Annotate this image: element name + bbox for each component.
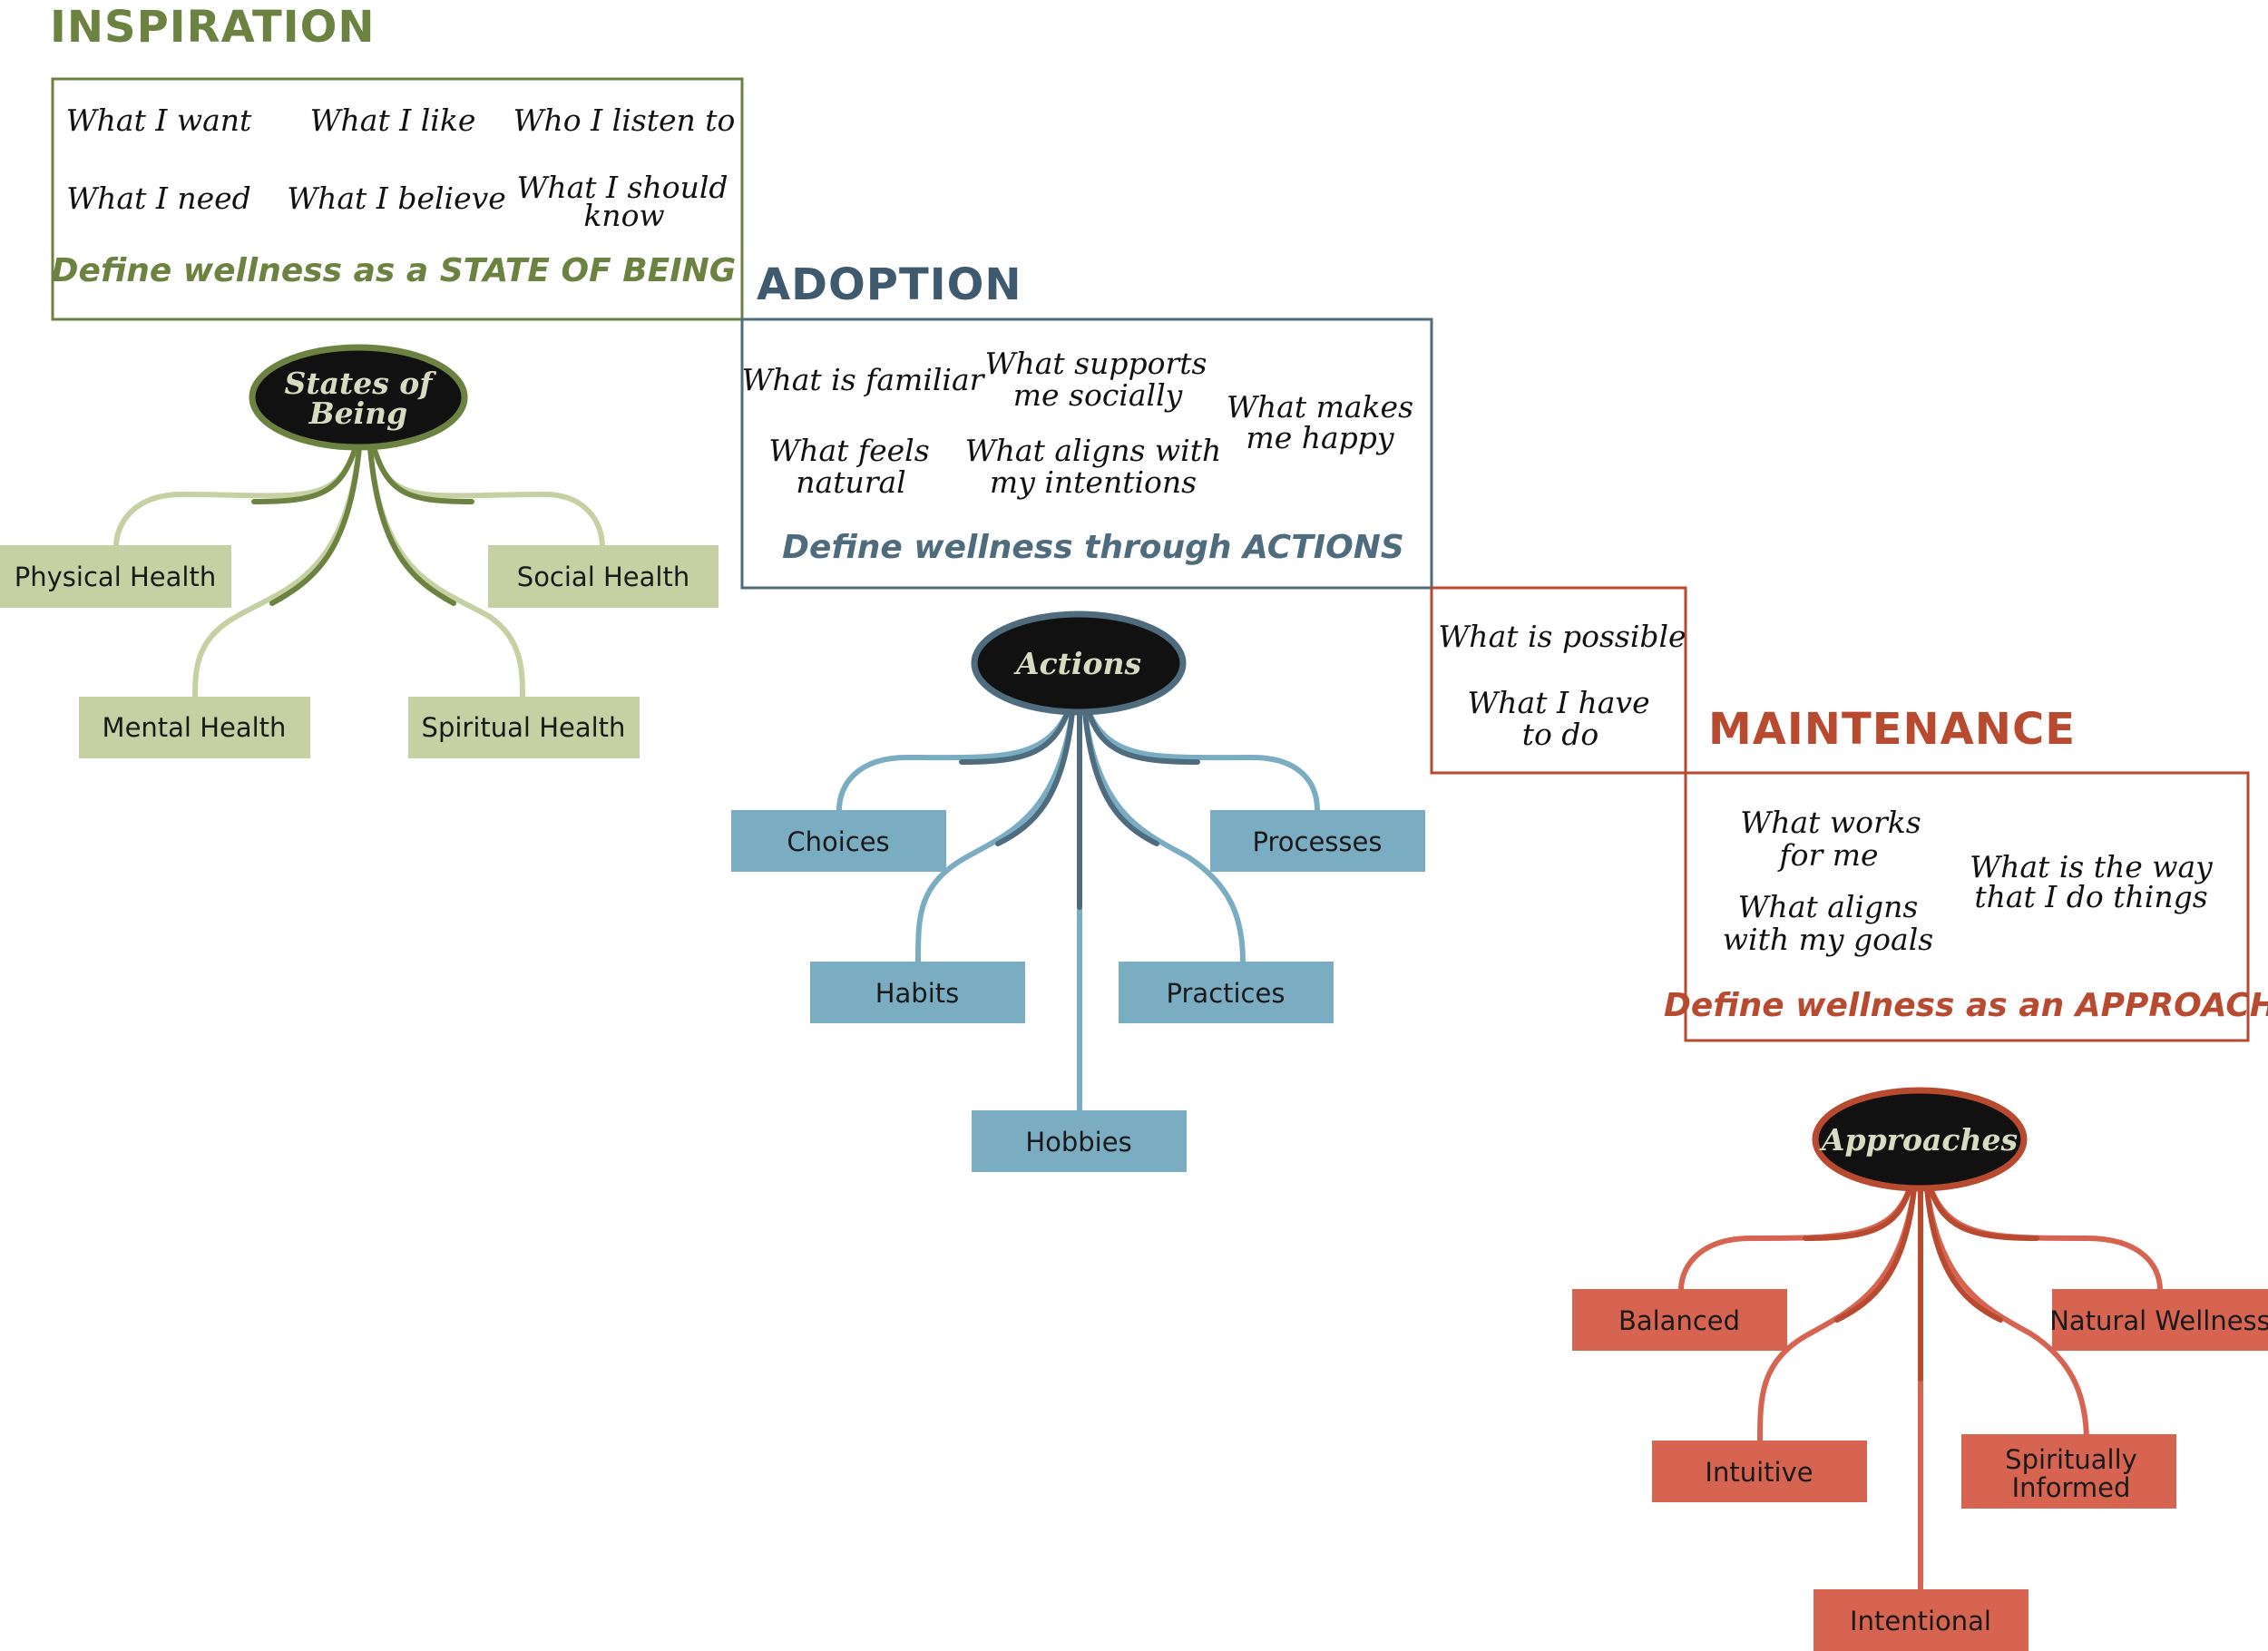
leaf-mental-health [79,697,310,758]
branch-mental-health-dark [269,444,362,606]
branch-practices-dark [1082,709,1159,846]
adoption-title: ADOPTION [757,259,1022,310]
inspiration-title: INSPIRATION [50,2,376,53]
branch-social-health [371,444,605,550]
phrase-what-i-believe: What I believe [287,181,506,216]
leaf-intuitive-label: Intuitive [1705,1457,1813,1488]
states-of-being-label-line1: States of [285,366,437,401]
leaf-social-health [488,545,719,608]
approaches-label: Approaches [1819,1122,2018,1158]
phrase-what-is-the-way-line2: that I do things [1974,879,2207,914]
leaf-intuitive [1652,1441,1867,1502]
phrase-what-aligns-with-line1: What aligns with [965,433,1222,468]
adoption-branches [836,709,1320,1114]
approaches-node [1812,1087,2028,1192]
phrase-what-supports-line2: me socially [1013,377,1183,413]
phrase-what-aligns-line2: with my goals [1723,922,1933,957]
phrase-what-works-line2: for me [1776,837,1878,873]
branch-choices-dark [959,709,1070,765]
leaf-balanced [1572,1289,1787,1351]
phrase-what-i-have-to-do-line1: What I have [1467,685,1649,720]
phrase-who-i-listen-to: Who I listen to [513,103,736,138]
phrase-what-i-have-to-do-line2: to do [1522,717,1599,752]
inspiration-branches [113,444,605,701]
branch-habits [915,709,1075,964]
leaf-practices-label: Practices [1167,978,1286,1009]
actions-node [971,611,1187,716]
maintenance-section: MAINTENANCE What works for me What is th… [1572,704,2268,1651]
branch-practices [1082,709,1246,964]
leaf-balanced-label: Balanced [1618,1305,1740,1336]
phrase-what-feels-line2: natural [796,464,905,500]
branch-natural-wellness-dark [1928,1186,2039,1241]
phrase-what-i-like: What I like [310,103,476,138]
phrase-what-is-the-way-line1: What is the way [1970,849,2213,884]
leaf-spiritually-informed-label-line2: Informed [2012,1472,2131,1503]
leaf-intentional-label: Intentional [1850,1606,1991,1636]
branch-spiritually-informed [1924,1186,2089,1445]
phrase-what-i-need: What I need [66,181,251,216]
phrase-what-aligns-line1: What aligns [1738,889,1919,924]
branch-physical-health-dark [251,444,358,504]
branch-choices [836,709,1070,813]
leaf-spiritual-health [408,697,640,758]
adoption-section: ADOPTION What is familiar What supports … [731,259,1687,1172]
maintenance-definition: Define wellness as an APPROACH [1664,987,2268,1024]
phrase-what-aligns-with-line2: my intentions [990,464,1197,500]
phrase-what-makes-line2: me happy [1246,420,1393,455]
leaf-spiritually-informed-label-line1: Spiritually [2005,1444,2137,1475]
leaf-natural-wellness-label: Natural Wellness [2049,1305,2268,1336]
phrase-what-i-should-know-line1: What I should [516,170,728,205]
leaf-habits-label: Habits [875,978,960,1009]
leaf-natural-wellness [2052,1289,2268,1351]
leaf-intentional [1813,1589,2028,1651]
branch-intuitive-dark [1834,1186,1917,1323]
leaf-physical-health [0,545,231,608]
leaf-mental-health-label: Mental Health [103,712,287,743]
leaf-social-health-label: Social Health [517,562,689,592]
branch-habits-dark [995,709,1075,846]
branch-spiritually-informed-dark [1924,1186,2003,1323]
leaf-choices [731,810,946,872]
maintenance-box [1684,771,2250,1042]
leaf-habits [810,962,1025,1023]
branch-balanced-dark [1803,1186,1912,1241]
maintenance-title: MAINTENANCE [1708,704,2076,755]
phrase-what-feels-line1: What feels [768,433,929,468]
phrase-what-i-should-know-line2: know [583,198,664,233]
inspiration-box [51,77,744,321]
actions-label: Actions [1013,646,1141,681]
branch-balanced [1678,1186,1912,1293]
branch-processes-dark [1086,709,1200,765]
maintenance-branches [1678,1186,2163,1595]
phrase-what-i-want: What I want [66,103,252,138]
phrase-what-supports-line1: What supports [985,346,1207,381]
leaf-choices-label: Choices [787,826,889,857]
leaf-processes [1210,810,1425,872]
adoption-definition: Define wellness through ACTIONS [782,529,1404,566]
leaf-practices [1119,962,1334,1023]
phrase-what-is-possible: What is possible [1438,619,1686,654]
leaf-processes-label: Processes [1253,826,1383,857]
leaf-spiritually-informed [1961,1434,2176,1509]
branch-spiritual-health-dark [367,444,456,606]
states-of-being-label-line2: Being [308,396,408,431]
leaf-physical-health-label: Physical Health [15,562,216,592]
inspiration-section: INSPIRATION What I want What I like Who … [0,2,744,758]
branch-physical-health [113,444,358,550]
branch-social-health-dark [371,444,474,504]
adoption-box [740,318,1433,590]
inspiration-definition: Define wellness as a STATE OF BEING [52,252,737,289]
phrase-what-makes-line1: What makes [1227,389,1413,425]
branch-processes [1086,709,1320,813]
states-of-being-node [249,344,468,451]
phrase-what-works-line1: What works [1740,805,1921,840]
leaf-spiritual-health-label: Spiritual Health [422,712,626,743]
branch-intuitive [1757,1186,1917,1445]
leaf-hobbies-label: Hobbies [1025,1127,1131,1158]
leaf-hobbies [972,1110,1187,1172]
phrase-what-is-familiar: What is familiar [742,362,986,397]
branch-natural-wellness [1928,1186,2163,1293]
